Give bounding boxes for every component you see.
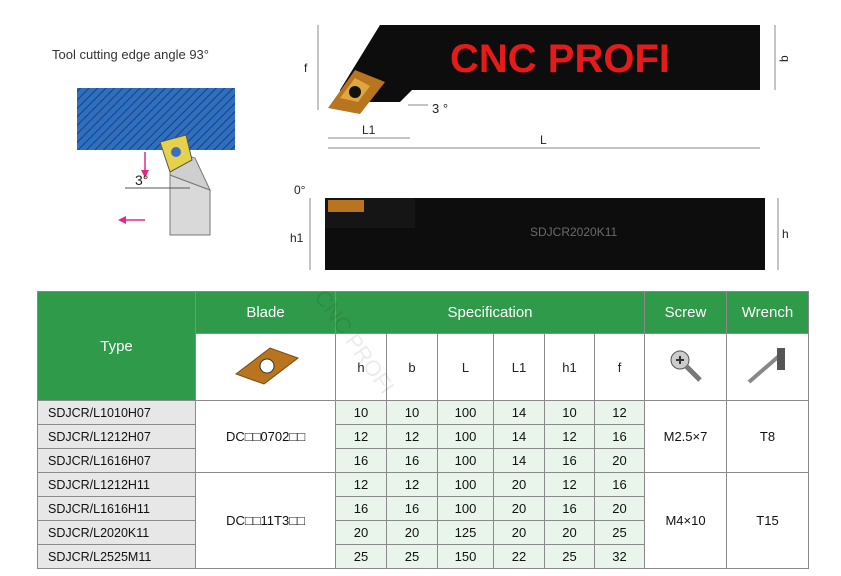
insert-icon (234, 346, 299, 385)
cell: 150 (437, 544, 494, 569)
brand-title: CNC PROFI (450, 37, 670, 81)
blade-code: DC□□11T3□□ (195, 472, 336, 569)
cell: 16 (386, 496, 438, 521)
cell: 125 (437, 520, 494, 545)
row-type: SDJCR/L1616H07 (37, 448, 196, 473)
dim-f: f (304, 61, 308, 75)
cell: 16 (594, 424, 645, 449)
wrench-spec: T8 (726, 400, 809, 473)
cell: 100 (437, 496, 494, 521)
cell: 16 (544, 448, 595, 473)
cell: 12 (544, 424, 595, 449)
cell: 16 (594, 472, 645, 497)
angle-label-top: 3 ° (432, 101, 448, 116)
cell: 20 (493, 472, 545, 497)
spec-col-l1: L1 (493, 333, 545, 401)
cell: 14 (493, 424, 545, 449)
cell: 25 (544, 544, 595, 569)
dim-b: b (777, 55, 791, 62)
dim-l1: L1 (362, 123, 376, 137)
cell: 25 (335, 544, 387, 569)
cell: 10 (544, 400, 595, 425)
row-type: SDJCR/L1010H07 (37, 400, 196, 425)
row-type: SDJCR/L2525M11 (37, 544, 196, 569)
wrench-spec: T15 (726, 472, 809, 569)
cell: 14 (493, 400, 545, 425)
header-specification: Specification (335, 291, 645, 334)
dim-h1: h1 (290, 231, 304, 245)
cell: 100 (437, 472, 494, 497)
cell: 32 (594, 544, 645, 569)
row-type: SDJCR/L1616H11 (37, 496, 196, 521)
dim-l: L (540, 133, 547, 147)
blade-code: DC□□0702□□ (195, 400, 336, 473)
cell: 100 (437, 400, 494, 425)
cell: 20 (386, 520, 438, 545)
angle-label-side: 0° (294, 183, 306, 197)
holder-marking: SDJCR2020K11 (530, 225, 617, 239)
holder-body (340, 25, 760, 102)
row-type: SDJCR/L1212H11 (37, 472, 196, 497)
spec-col-h: h (335, 333, 387, 401)
cell: 25 (594, 520, 645, 545)
dim-h: h (782, 227, 789, 241)
header-blade: Blade (195, 291, 336, 334)
cell: 20 (493, 496, 545, 521)
spec-col-b: b (386, 333, 438, 401)
cell: 12 (594, 400, 645, 425)
header-screw: Screw (644, 291, 727, 334)
wrench-icon-cell (726, 333, 809, 401)
screw-spec: M2.5×7 (644, 400, 727, 473)
side-view-drawing: SDJCR2020K11 0° h1 h (290, 183, 789, 270)
cell: 12 (544, 472, 595, 497)
cell: 12 (335, 472, 387, 497)
header-wrench: Wrench (726, 291, 809, 334)
cell: 100 (437, 424, 494, 449)
caption: Tool cutting edge angle 93° (52, 47, 209, 62)
cell: 20 (544, 520, 595, 545)
cell: 20 (594, 496, 645, 521)
blade-icon-cell (195, 333, 336, 401)
cell: 12 (386, 472, 438, 497)
cell: 14 (493, 448, 545, 473)
row-type: SDJCR/L2020K11 (37, 520, 196, 545)
angle-label-left: 3° (135, 172, 148, 188)
cell: 20 (493, 520, 545, 545)
screw-icon (670, 350, 702, 382)
spec-table: Type Blade Specification Screw Wrench h … (37, 291, 809, 569)
spec-col-l: L (437, 333, 494, 401)
cell: 16 (386, 448, 438, 473)
cell: 100 (437, 448, 494, 473)
insert-side-icon (328, 200, 364, 212)
cell: 10 (335, 400, 387, 425)
cell: 22 (493, 544, 545, 569)
cell: 25 (386, 544, 438, 569)
cell: 16 (335, 496, 387, 521)
cell: 10 (386, 400, 438, 425)
cell: 20 (335, 520, 387, 545)
cell: 20 (594, 448, 645, 473)
spec-col-h1: h1 (544, 333, 595, 401)
cell: 16 (335, 448, 387, 473)
cell: 12 (386, 424, 438, 449)
screw-icon-cell (644, 333, 727, 401)
feed-arrow-icon (118, 216, 126, 224)
cell: 16 (544, 496, 595, 521)
wrench-icon (747, 347, 785, 384)
row-type: SDJCR/L1212H07 (37, 424, 196, 449)
workpiece (77, 88, 235, 150)
cell: 12 (335, 424, 387, 449)
top-view-drawing: 3 ° f b L1 L CNC PROFI (304, 25, 791, 149)
cutting-angle-diagram: 3° (77, 88, 235, 236)
header-type: Type (37, 291, 196, 401)
screw-spec: M4×10 (644, 472, 727, 569)
spec-col-f: f (594, 333, 645, 401)
